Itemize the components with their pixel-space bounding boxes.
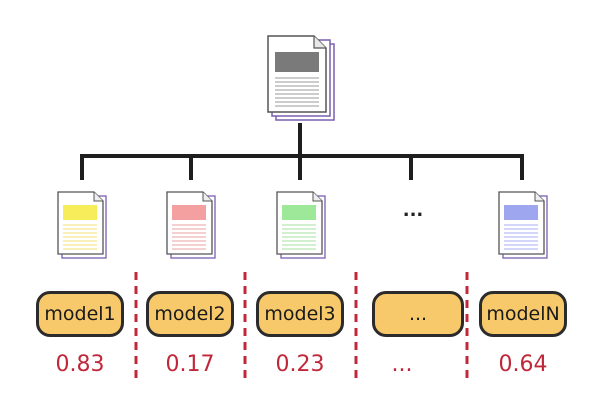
doc-model1-icon (57, 191, 107, 259)
column-separators (134, 272, 469, 378)
model-box-model2: model2 (146, 291, 234, 337)
tree-connectors (80, 123, 524, 180)
score-model2: 0.17 (165, 352, 215, 377)
score-model3: 0.23 (275, 352, 325, 377)
score-ellipsis: ... (391, 352, 413, 377)
doc-model2-icon (166, 191, 216, 259)
doc-modelN-icon (498, 191, 548, 259)
documents-ellipsis: ... (402, 200, 424, 221)
score-model1: 0.83 (55, 352, 105, 377)
model-box-model3: model3 (256, 291, 344, 337)
source-header-block (275, 52, 319, 72)
model-box-ellipsis: ... (372, 291, 464, 337)
doc-model3-icon (276, 191, 326, 259)
score-modelN: 0.64 (498, 352, 548, 377)
model-box-modelN: modelN (479, 291, 567, 337)
source-document-icon (267, 35, 335, 121)
model-box-model1: model1 (36, 291, 124, 337)
